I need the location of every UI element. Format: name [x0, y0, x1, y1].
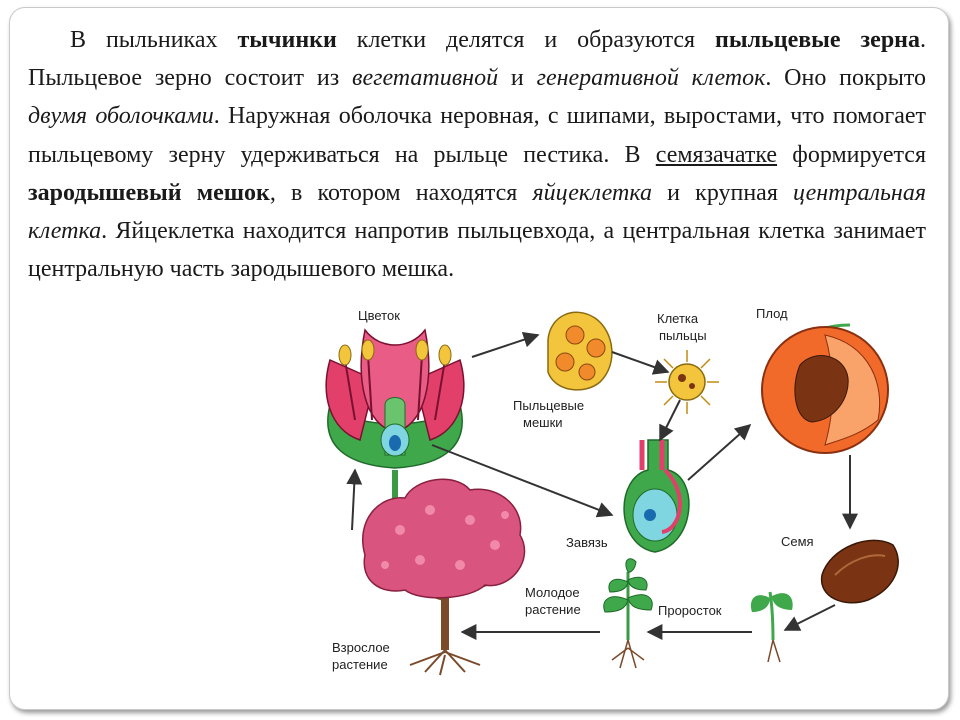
young-plant-illustration [603, 558, 653, 669]
label-young-plant-line2: растение [525, 602, 581, 617]
label-ovary: Завязь [566, 535, 608, 550]
label-seed: Семя [781, 534, 814, 549]
text-run: . Оно покрыто [765, 65, 926, 92]
label-pollen-sacs-line1: Пыльцевые [513, 398, 584, 413]
emphasized-term: генеративной клеток [536, 65, 766, 92]
emphasized-term: яйцеклетка [532, 179, 652, 206]
ovary-illustration [623, 439, 690, 553]
label-fruit: Плод [756, 306, 788, 321]
label-young-plant-line1: Молодое [525, 585, 580, 600]
text-run: . Пыльцевое зерно состоит из [28, 27, 926, 92]
label-pollen-sacs-line2: мешки [523, 415, 563, 430]
sprout-illustration [750, 591, 793, 663]
text-run: и крупная [651, 179, 794, 206]
label-sprout: Проросток [658, 603, 722, 618]
emphasized-term: зародышевый мешок [28, 179, 270, 206]
seed-illustration [821, 539, 899, 604]
fruit-illustration [761, 323, 889, 454]
text-run: , в котором находятся [269, 179, 533, 206]
adult-tree-illustration [362, 478, 526, 676]
emphasized-term: семязачатке [655, 141, 778, 168]
emphasized-term: центральная клетка [28, 179, 926, 245]
text-run: формируется [777, 141, 926, 168]
emphasized-term: тычинки [237, 27, 337, 53]
label-adult-plant-line2: растение [332, 657, 388, 672]
label-pollen-cell-line1: Клетка [657, 311, 699, 326]
pollen-sacs-illustration [547, 311, 613, 391]
label-pollen-cell-line2: пыльцы [659, 328, 707, 343]
cycle-arrows [346, 331, 858, 640]
emphasized-term: вегетативной [352, 65, 499, 92]
emphasized-term: двумя оболочками [28, 103, 214, 130]
text-run: и [498, 65, 537, 92]
label-adult-plant-line1: Взрослое [332, 640, 390, 655]
text-run: клетки делятся и образуются [336, 27, 716, 53]
pollen-cell-illustration [655, 350, 719, 414]
lesson-paragraph: В пыльниках тычинки клетки делятся и обр… [28, 21, 926, 288]
text-run: . Яйцеклетка находится напротив пыльцевх… [28, 218, 926, 283]
label-flower: Цветок [358, 308, 400, 323]
text-run: . Наружная оболочка неровная, с шипами, … [28, 103, 926, 168]
emphasized-term: пыльцевые зерна [715, 27, 920, 53]
text-run: В пыльниках [70, 27, 238, 53]
